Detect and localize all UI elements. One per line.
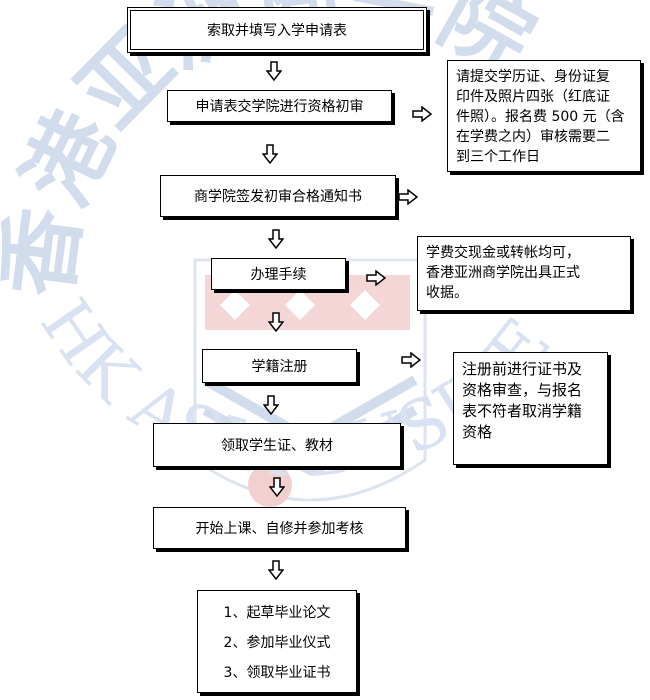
down-arrow-icon: [263, 395, 279, 415]
step-2-box: 申请表交学院进行资格初审: [167, 90, 392, 122]
right-arrow-icon: [412, 106, 432, 122]
documents-note: 请提交学历证、身份证复 印件及照片四张（红底证 件照）。报名费 500 元（含 …: [447, 60, 641, 172]
registration-note-line: 注册前进行证书及: [462, 360, 583, 378]
graduation-item: 2、参加毕业仪式: [223, 634, 331, 651]
down-arrow-icon: [268, 229, 284, 249]
registration-note-line: 资格: [462, 423, 493, 441]
right-arrow-icon: [366, 270, 386, 286]
documents-note-line: 请提交学历证、身份证复: [456, 69, 610, 85]
payment-note: 学费交现金或转帐均可， 香港亚洲商学院出具正式 收据。: [417, 236, 631, 311]
step-4-label: 办理手续: [250, 267, 307, 283]
step-3-box: 商学院签发初审合格通知书: [160, 175, 396, 217]
registration-note: 注册前进行证书及 资格审查，与报名 表不符者取消学籍 资格: [453, 352, 608, 465]
step-4-box: 办理手续: [211, 258, 346, 290]
down-arrow-icon: [266, 61, 282, 81]
graduation-item: 1、起草毕业论文: [223, 604, 331, 621]
step-7-box: 开始上课、自修并参加考核: [153, 507, 406, 549]
down-arrow-icon: [269, 477, 285, 497]
step-7-label: 开始上课、自修并参加考核: [195, 521, 364, 537]
graduation-box: 1、起草毕业论文 2、参加毕业仪式 3、领取毕业证书: [197, 590, 357, 693]
payment-note-line: 学费交现金或转帐均可，: [426, 245, 580, 261]
registration-note-line: 资格审查，与报名: [462, 381, 583, 399]
down-arrow-icon: [268, 560, 284, 580]
step-5-box: 学籍注册: [202, 349, 357, 383]
payment-note-line: 收据。: [426, 285, 468, 301]
right-arrow-icon: [401, 352, 421, 368]
down-arrow-icon: [262, 144, 278, 164]
step-1-label: 索取并填写入学申请表: [207, 23, 347, 39]
right-arrow-icon: [398, 189, 418, 205]
down-arrow-icon: [268, 312, 284, 332]
step-2-label: 申请表交学院进行资格初审: [195, 99, 364, 115]
payment-note-line: 香港亚洲商学院出具正式: [426, 265, 580, 281]
step-5-label: 学籍注册: [251, 359, 308, 375]
documents-note-line: 在学费之内）审核需要二: [456, 129, 610, 145]
documents-note-line: 印件及照片四张（红底证: [456, 89, 610, 105]
step-6-label: 领取学生证、教材: [221, 438, 333, 454]
step-3-label: 商学院签发初审合格通知书: [194, 189, 362, 205]
documents-note-line: 件照）。报名费 500 元（含: [456, 109, 625, 125]
step-1-box: 索取并填写入学申请表: [127, 7, 427, 53]
graduation-item: 3、领取毕业证书: [223, 664, 331, 681]
documents-note-line: 到三个工作日: [456, 149, 540, 165]
step-6-box: 领取学生证、教材: [153, 423, 401, 467]
registration-note-line: 表不符者取消学籍: [462, 402, 583, 420]
